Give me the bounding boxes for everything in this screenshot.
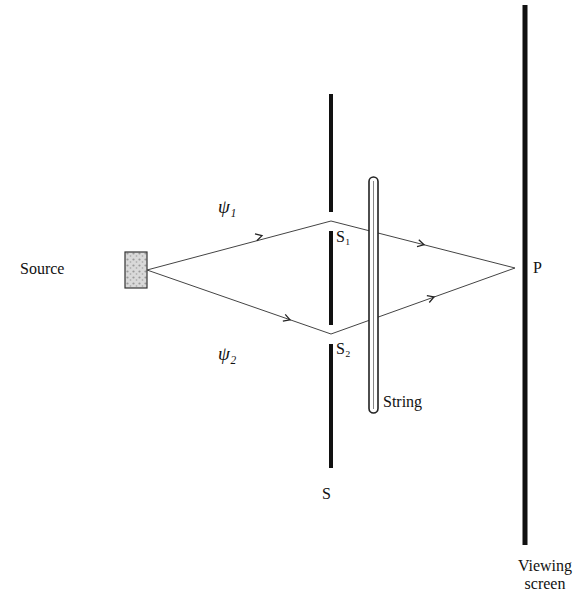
string-core [373, 181, 374, 409]
barrier-label: S [322, 485, 331, 503]
screen-label: Viewing screen [516, 557, 574, 594]
rays [147, 221, 515, 334]
point-label: P [533, 259, 542, 277]
slit-label: S₂ [336, 340, 350, 358]
ray-arrows [250, 236, 434, 320]
viewing-screen [523, 5, 528, 545]
wave-label: ψ₁ [218, 196, 236, 218]
source-label: Source [20, 260, 64, 278]
source-box [125, 252, 147, 288]
wave-label: ψ₂ [218, 343, 236, 365]
slit-label: S₁ [336, 228, 350, 246]
string-label: String [383, 393, 422, 411]
slit-barrier [329, 94, 333, 468]
string [369, 177, 378, 413]
